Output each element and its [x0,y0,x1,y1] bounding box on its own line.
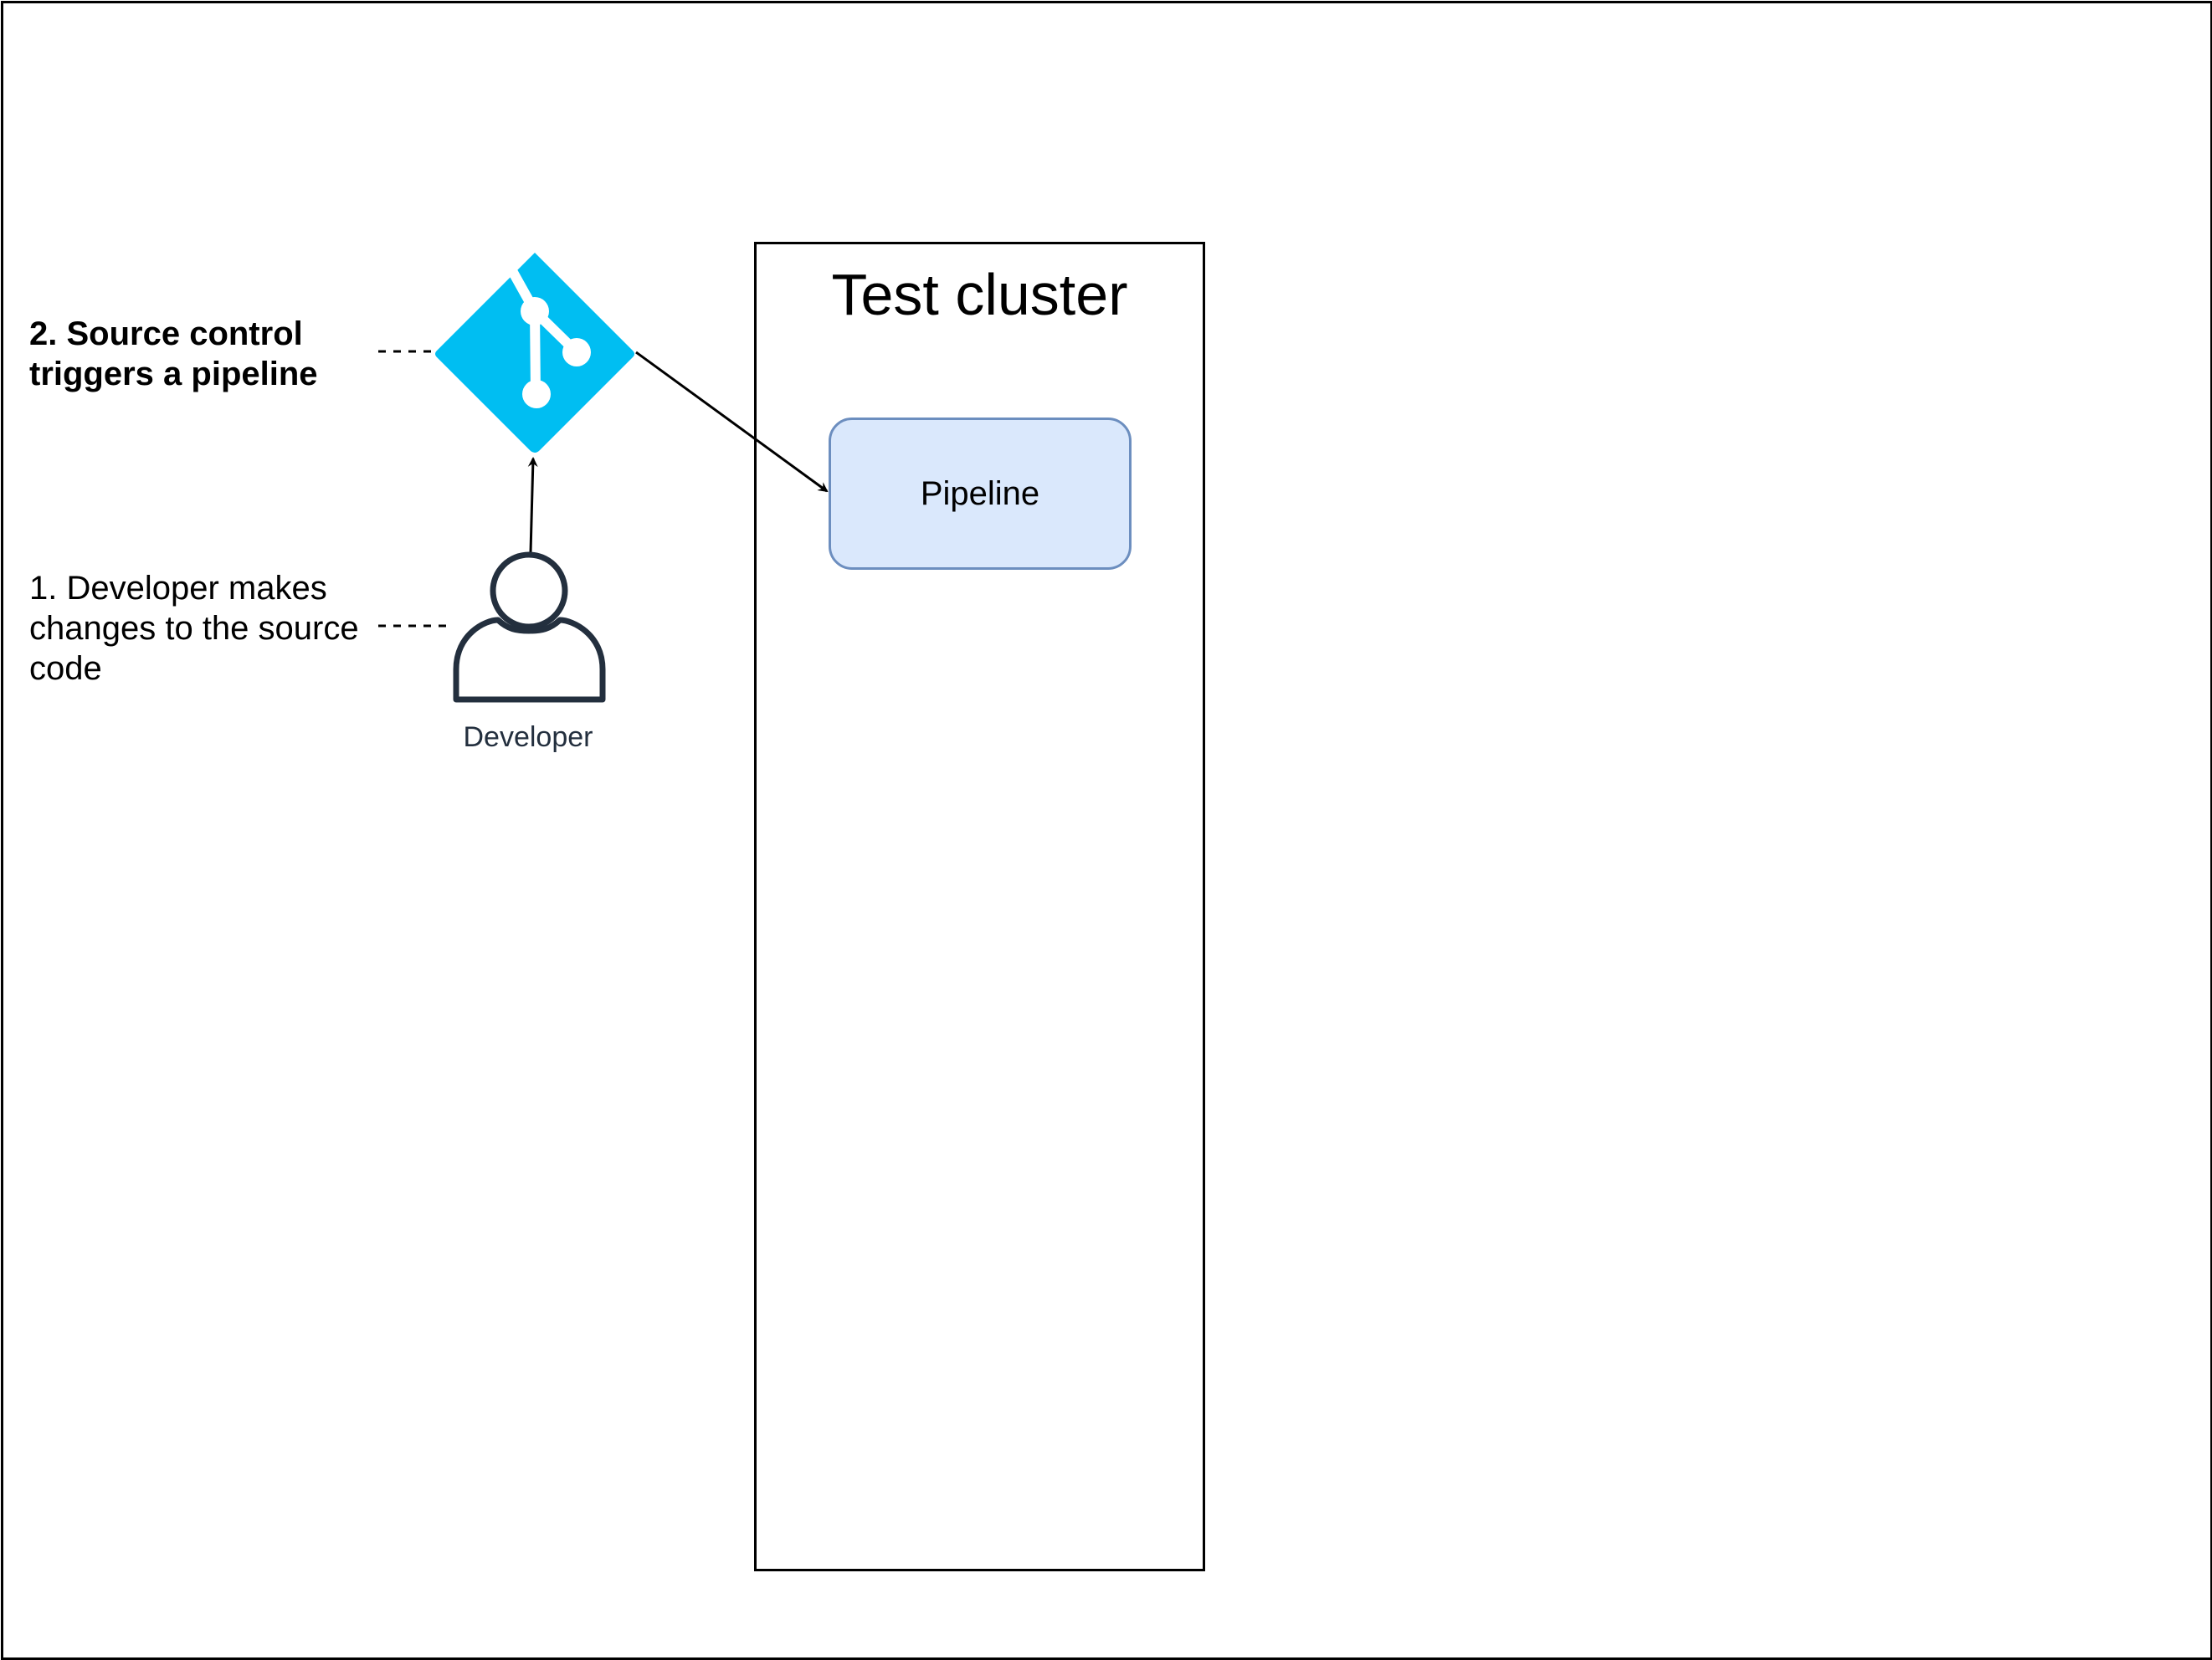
step-1-line-3: code [29,650,102,687]
step-2-label: 2. Source control triggers a pipeline [29,314,318,394]
cluster-title: Test cluster [831,262,1128,327]
step-1-line-1: 1. Developer makes [29,570,327,607]
test-cluster[interactable]: Test cluster [754,242,1205,1571]
step-2-line-2: triggers a pipeline [29,356,318,392]
pipeline-node[interactable]: Pipeline [829,418,1132,570]
developer-to-git-arrow [527,457,538,553]
git-to-pipeline-arrow [635,351,829,493]
developer-label: Developer [463,721,593,753]
step-2-line-1: 2. Source control [29,315,303,352]
pipeline-label: Pipeline [920,474,1040,512]
step-1-line-2: changes to the source [29,610,359,647]
user-icon[interactable] [453,551,606,703]
git-icon[interactable] [435,253,634,453]
step-1-label: 1. Developer makes changes to the source… [29,568,359,689]
